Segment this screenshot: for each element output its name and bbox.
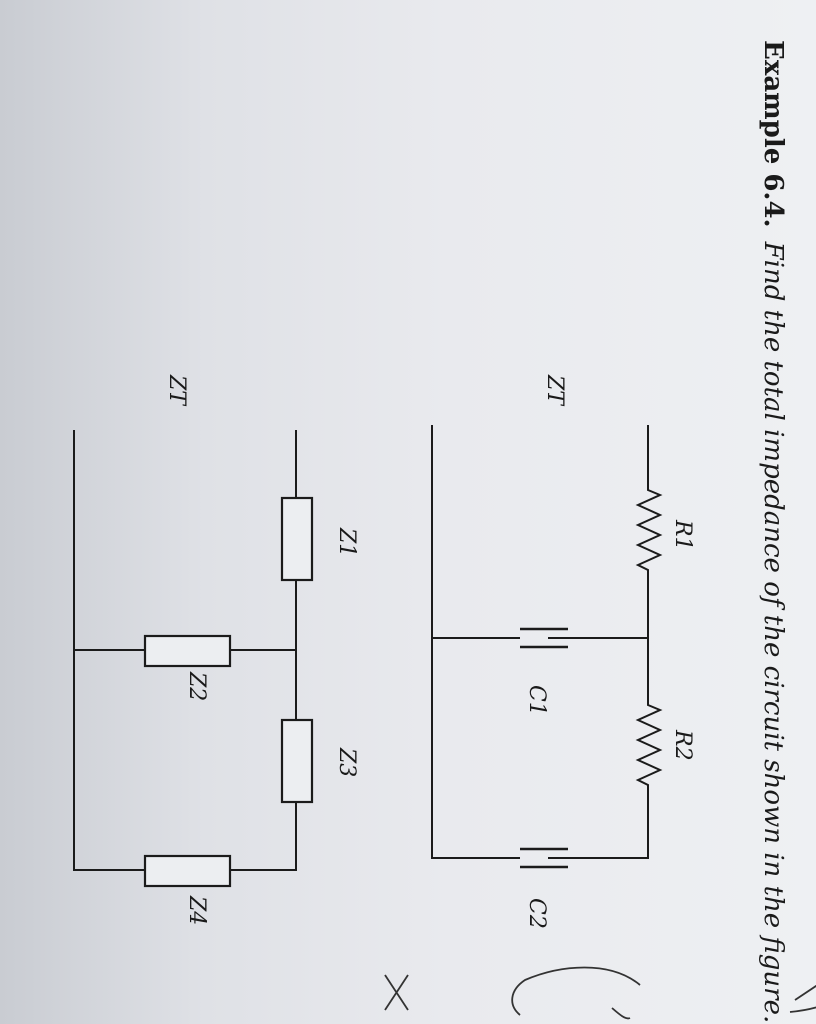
bottom-rail-wire [431,425,520,859]
z3-resistor [280,718,314,804]
r2-label: R2 [670,729,695,761]
z3-label: Z3 [334,747,359,777]
r1-label: R1 [670,519,695,551]
pen-cross-mark [384,974,409,1011]
handwritten-marks [384,966,816,1020]
zt-label-bottom: ZT [164,374,189,407]
rc-ladder-circuit: ZT R1 R2 C1 C2 [431,374,695,929]
z-bottom-rail-wire [73,430,145,871]
z1-resistor [280,496,314,582]
z1-label: Z1 [334,527,359,557]
impedance-network-circuit: ZT Z1 Z2 Z3 Z4 [73,374,359,925]
c1-label: C1 [524,685,549,716]
pen-curve-mark [511,966,641,1016]
pen-small-mark [611,1007,631,1020]
top-rail-wire [548,425,663,859]
pen-scribble-mark [789,984,816,1013]
z2-resistor [143,634,232,668]
z2-label: Z2 [184,671,209,701]
zt-label-top: ZT [542,374,567,407]
c2-label: C2 [524,898,549,929]
z4-label: Z4 [184,895,209,925]
z4-resistor [143,854,232,888]
